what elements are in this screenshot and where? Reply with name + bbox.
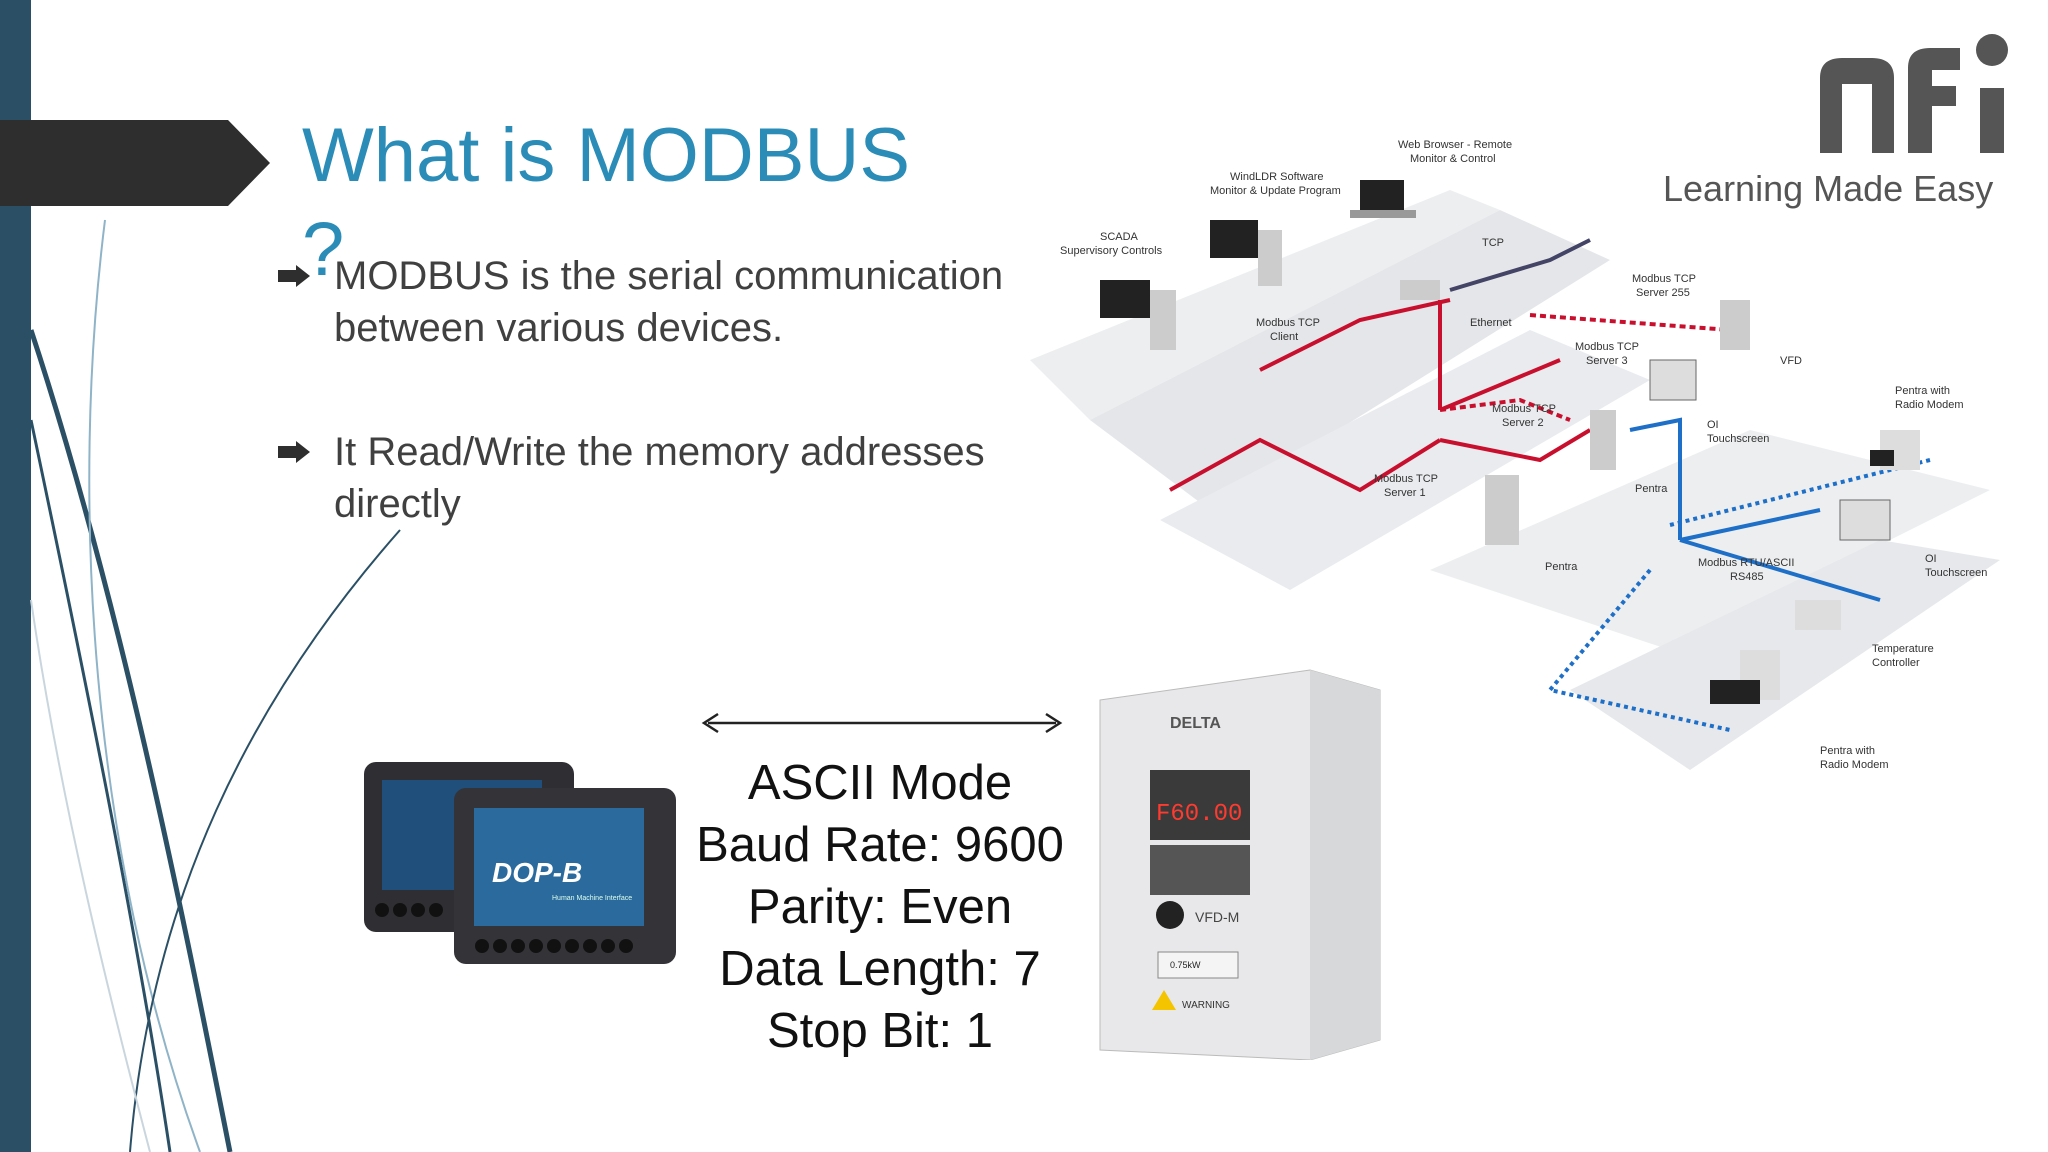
label-client: Modbus TCP <box>1256 317 1320 329</box>
label-pentra-radio: Pentra with <box>1820 745 1875 757</box>
hmi-device-image: DOP-B Human Machine Interface <box>364 762 676 964</box>
slide-title-question-mark: ? <box>302 207 345 292</box>
svg-text:Radio Modem: Radio Modem <box>1895 399 1963 411</box>
hmi-brand-text: DOP-B <box>492 857 582 888</box>
label-vfd: VFD <box>1780 355 1802 367</box>
svg-text:RS485: RS485 <box>1730 571 1764 583</box>
serial-settings: ASCII Mode Baud Rate: 9600 Parity: Even … <box>680 752 1080 1062</box>
bullet-item: MODBUS is the serial communication betwe… <box>278 250 1058 410</box>
svg-text:Radio Modem: Radio Modem <box>1820 759 1888 771</box>
label-server255: Modbus TCP <box>1632 273 1696 285</box>
svg-text:Human Machine Interface: Human Machine Interface <box>552 895 632 902</box>
vfd-drive-image: DELTA F60.00 VFD-M 0.75kW WARNING <box>1099 669 1381 1060</box>
label-temperature-controller: Temperature <box>1872 643 1934 655</box>
vfd-model: VFD-M <box>1195 909 1239 925</box>
label-tcp: TCP <box>1482 237 1504 249</box>
vfd-warning: WARNING <box>1182 1000 1230 1011</box>
slide-title: What is MODBUS <box>302 113 911 198</box>
label-ethernet: Ethernet <box>1470 317 1512 329</box>
svg-text:Server 1: Server 1 <box>1384 487 1426 499</box>
setting-mode: ASCII Mode <box>747 756 1013 810</box>
bullet-item: It Read/Write the memory addresses direc… <box>278 426 1078 536</box>
label-pentra-radio: Pentra with <box>1895 385 1950 397</box>
svg-text:Monitor & Control: Monitor & Control <box>1410 153 1496 165</box>
svg-text:Monitor & Update Program: Monitor & Update Program <box>1210 185 1341 197</box>
label-server3: Modbus TCP <box>1575 341 1639 353</box>
svg-text:Server 255: Server 255 <box>1636 287 1690 299</box>
bullet-text: MODBUS is the serial communication betwe… <box>334 254 1004 350</box>
label-scada: SCADA <box>1100 231 1139 243</box>
svg-text:Client: Client <box>1270 331 1298 343</box>
decorative-curves <box>28 219 401 1152</box>
label-web-browser: Web Browser - Remote <box>1398 139 1512 151</box>
vfd-brand: DELTA <box>1170 715 1221 732</box>
label-modbus-rtu: Modbus RTU/ASCII <box>1698 557 1794 569</box>
label-windldr: WindLDR Software <box>1230 171 1324 183</box>
setting-data-length: Data Length: 7 <box>719 942 1041 996</box>
modbus-network-diagram: Web Browser - Remote Monitor & Control W… <box>1030 139 2000 771</box>
svg-text:Server 3: Server 3 <box>1586 355 1628 367</box>
title-arrow-shape <box>0 120 270 206</box>
label-pentra: Pentra <box>1545 561 1578 573</box>
bullet-arrow-icon <box>278 441 310 463</box>
bidirectional-arrow-icon <box>701 712 1063 734</box>
label-pentra: Pentra <box>1635 483 1668 495</box>
setting-baud-rate: Baud Rate: 9600 <box>696 818 1064 872</box>
svg-text:Controller: Controller <box>1872 657 1920 669</box>
svg-text:Touchscreen: Touchscreen <box>1925 567 1987 579</box>
label-oi-touchscreen: OI <box>1925 553 1937 565</box>
setting-stop-bit: Stop Bit: 1 <box>766 1004 994 1058</box>
svg-text:Server 2: Server 2 <box>1502 417 1544 429</box>
svg-text:Touchscreen: Touchscreen <box>1707 433 1769 445</box>
svg-text:Supervisory Controls: Supervisory Controls <box>1060 245 1163 257</box>
logo-tagline: Learning Made Easy <box>1663 168 1994 209</box>
label-oi-touchscreen: OI <box>1707 419 1719 431</box>
svg-text:0.75kW: 0.75kW <box>1170 960 1201 970</box>
setting-parity: Parity: Even <box>747 880 1013 934</box>
bullet-text: It Read/Write the memory addresses direc… <box>334 430 985 526</box>
nfi-logo <box>1820 34 2008 153</box>
label-server2: Modbus TCP <box>1492 403 1556 415</box>
vfd-display: F60.00 <box>1156 801 1242 828</box>
bullet-arrow-icon <box>278 265 310 287</box>
label-server1: Modbus TCP <box>1374 473 1438 485</box>
